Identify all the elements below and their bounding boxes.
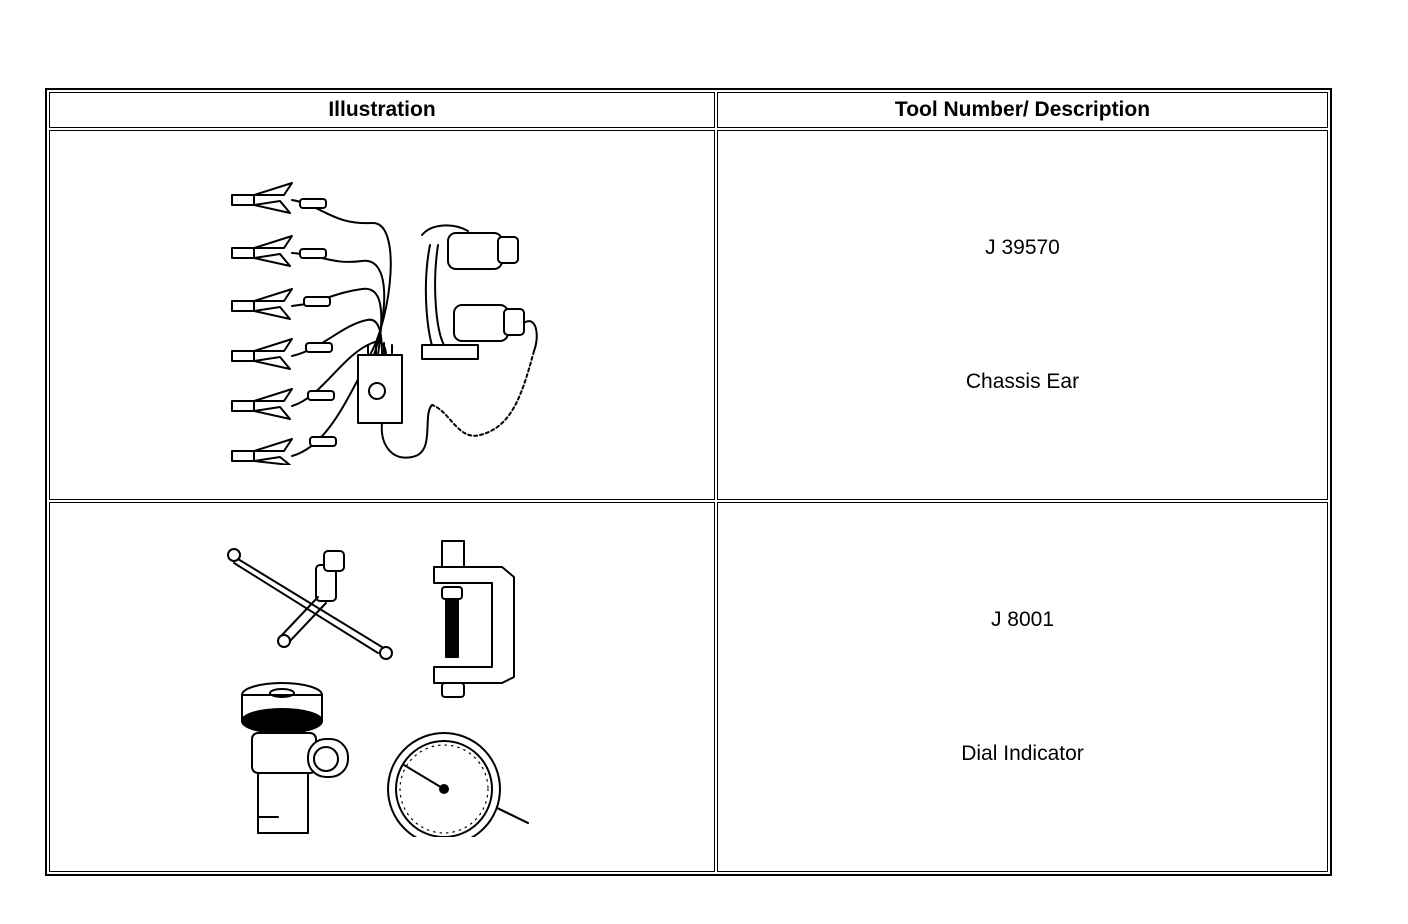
table-header-row: Illustration Tool Number/ Description (49, 92, 1328, 128)
illustration-cell (49, 502, 715, 872)
tool-info-cell: J 39570 Chassis Ear (717, 130, 1328, 500)
c-clamp (433, 540, 515, 698)
lead-connectors (299, 198, 337, 447)
tool-description: Dial Indicator (961, 742, 1084, 765)
tool-info-cell: J 8001 Dial Indicator (717, 502, 1328, 872)
illustration-column-header: Illustration (49, 92, 715, 128)
clamp-holder (241, 682, 349, 834)
t-handle-rod (227, 548, 393, 660)
tool-number: J 8001 (990, 608, 1055, 631)
table-row: J 8001 Dial Indicator (49, 502, 1328, 872)
special-tools-table: Illustration Tool Number/ Description (45, 88, 1332, 876)
headphones (421, 224, 538, 360)
table-row: J 39570 Chassis Ear (49, 130, 1328, 500)
alligator-clip-1 (231, 182, 293, 214)
alligator-clip-5 (231, 388, 293, 420)
dial-gauge (387, 732, 529, 837)
alligator-clip-3 (231, 288, 293, 320)
tool-description: Chassis Ear (965, 370, 1080, 393)
alligator-clip-2 (231, 235, 293, 267)
tool-number: J 39570 (985, 236, 1060, 259)
coiled-cord (431, 350, 535, 437)
alligator-clip-4 (231, 338, 293, 370)
dial-indicator-tool-icon (227, 540, 529, 837)
illustration-cell (49, 130, 715, 500)
tool-column-header: Tool Number/ Description (717, 92, 1328, 128)
alligator-clip-6 (231, 438, 293, 465)
chassis-ear-module (357, 342, 433, 459)
chassis-ear-tool-icon (231, 182, 538, 465)
